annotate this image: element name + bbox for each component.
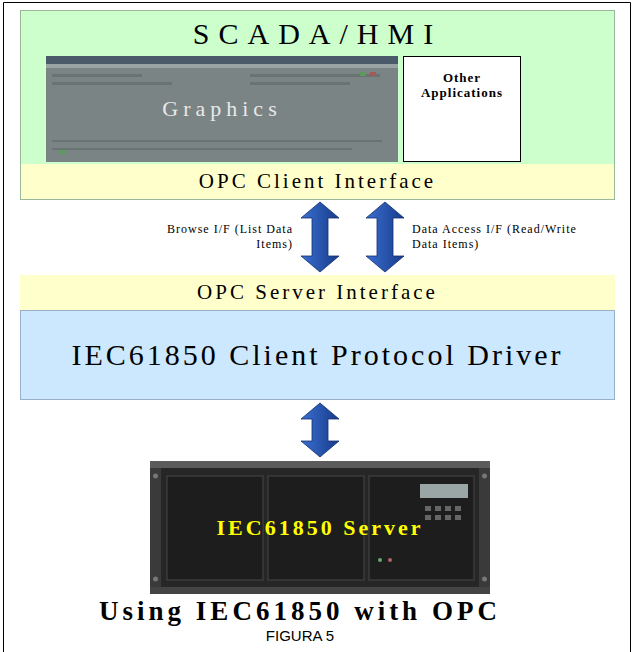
applications-box: Other Applications: [403, 56, 521, 162]
scada-screenshot: [46, 56, 398, 162]
scada-screenshot: [370, 72, 376, 76]
figure-title: Using IEC61850 with OPC: [0, 596, 600, 627]
double-block-arrow: [366, 202, 404, 272]
node-text: IEC61850 Client Protocol Driver: [71, 338, 563, 373]
relay-device: [435, 506, 441, 511]
scada-screenshot: [46, 56, 398, 64]
node-text: IEC61850 Server: [217, 515, 424, 540]
relay-device: [167, 476, 263, 580]
scada-screenshot: [360, 72, 366, 76]
scada-screenshot: [52, 148, 352, 150]
relay-device: [268, 476, 364, 580]
protocol-driver-box: IEC61850 Client Protocol Driver: [20, 310, 615, 400]
opc-client-band: OPC Client Interface: [21, 164, 614, 199]
relay-device: [388, 558, 392, 562]
scada-screenshot: [250, 82, 350, 85]
scada-screenshot: [46, 64, 398, 68]
relay-device: [150, 461, 490, 594]
relay-device: [425, 515, 431, 520]
opc-server-band: OPC Server Interface: [20, 275, 615, 310]
node-text: Other Applications: [408, 71, 516, 101]
relay-device: [369, 476, 474, 580]
relay-device: [150, 587, 490, 594]
relay-device: [455, 515, 461, 520]
scada-screenshot: [60, 150, 66, 154]
scada-screenshot: [52, 140, 382, 142]
relay-device: [153, 577, 158, 582]
relay-device: [455, 506, 461, 511]
relay-device: [420, 484, 468, 498]
relay-device: [482, 577, 487, 582]
double-block-arrow: [301, 202, 339, 272]
relay-device: [435, 515, 441, 520]
scada-screenshot: [52, 82, 172, 85]
relay-device: [153, 474, 158, 479]
interface-label: Browse I/F (List Data Items): [145, 221, 295, 253]
node-text: Graphics: [162, 96, 281, 121]
relay-device: [445, 506, 451, 511]
relay-device: [150, 468, 161, 587]
relay-device: [150, 461, 490, 594]
relay-device: [425, 506, 431, 511]
relay-device: [482, 474, 487, 479]
relay-device: [378, 558, 382, 562]
scada-screenshot: [46, 56, 398, 162]
figure-caption: FIGURA 5: [0, 627, 600, 644]
node-text: OPC Client Interface: [199, 169, 436, 193]
interface-label: Data Access I/F (Read/Write Data Items): [410, 221, 585, 253]
node-text: SCADA/HMI: [193, 17, 442, 52]
relay-device: [150, 461, 490, 468]
node-text: OPC Server Interface: [197, 280, 438, 304]
relay-device: [479, 468, 490, 587]
relay-device: [445, 515, 451, 520]
scada-screenshot: [52, 74, 142, 77]
double-block-arrow: [301, 403, 339, 457]
page-frame: [4, 3, 631, 652]
